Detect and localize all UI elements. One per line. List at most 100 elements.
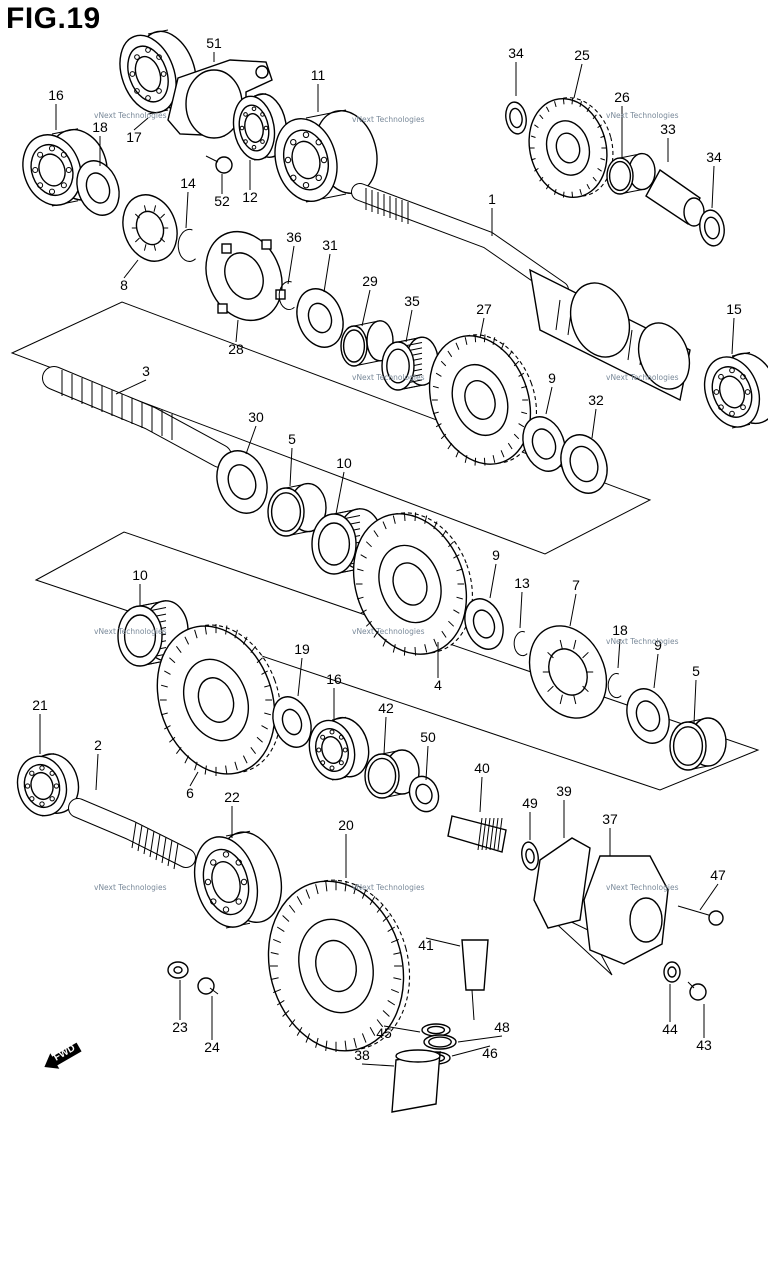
callout-43: 43 <box>696 1037 712 1053</box>
shift-fork-dog-28 <box>205 230 286 322</box>
callout-27: 27 <box>476 301 492 317</box>
leader-line-2 <box>95 753 99 791</box>
group-frame-middle <box>34 531 760 791</box>
callout-23: 23 <box>172 1019 188 1035</box>
washer-18 <box>76 160 120 216</box>
bushing-38 <box>391 1049 441 1113</box>
circlip-36 <box>278 281 295 310</box>
callout-19: 19 <box>294 641 310 657</box>
callout-36: 36 <box>286 229 302 245</box>
watermark-text: vNext Technologies <box>606 883 679 892</box>
callout-49: 49 <box>522 795 538 811</box>
callout-38: 38 <box>354 1047 370 1063</box>
gasket-39 <box>533 837 591 929</box>
countershaft-1 <box>351 183 569 299</box>
leader-line-10 <box>335 471 345 515</box>
callout-33: 33 <box>660 121 676 137</box>
callout-9: 9 <box>548 370 556 386</box>
leader-line-3 <box>115 379 147 395</box>
screw-43 <box>687 981 707 1001</box>
screw-52 <box>205 155 233 174</box>
gear-7 <box>528 625 608 719</box>
callout-40: 40 <box>474 760 490 776</box>
leader-line-27 <box>479 317 485 339</box>
callout-32: 32 <box>588 392 604 408</box>
leader-line-19 <box>297 657 303 697</box>
leader-line-9 <box>489 563 497 599</box>
callout-14: 14 <box>180 175 196 191</box>
callout-25: 25 <box>574 47 590 63</box>
driveshaft-3 <box>42 366 232 468</box>
callout-47: 47 <box>710 867 726 883</box>
bearing-16b <box>308 716 370 781</box>
driven-shaft-2 <box>68 798 196 870</box>
leader-line-14 <box>185 191 189 229</box>
bushing-26 <box>606 152 656 195</box>
callout-12: 12 <box>242 189 258 205</box>
callout-15: 15 <box>726 301 742 317</box>
bearing-22 <box>193 830 283 929</box>
callout-13: 13 <box>514 575 530 591</box>
thrust-washer-32 <box>560 434 608 494</box>
circlip-9b <box>464 598 504 650</box>
leader-line-35 <box>405 309 413 343</box>
gear-25 <box>528 97 614 198</box>
washer-34b <box>699 209 725 247</box>
gear-6 <box>156 624 282 776</box>
leader-line-32 <box>591 408 597 439</box>
needle-bearing-35 <box>381 336 439 391</box>
callout-28: 28 <box>228 341 244 357</box>
leader-line-5 <box>289 447 293 487</box>
callout-6: 6 <box>186 785 194 801</box>
leader-line-9 <box>545 386 553 415</box>
callout-26: 26 <box>614 89 630 105</box>
leader-line-29 <box>361 289 371 327</box>
bearing-15 <box>703 351 768 429</box>
callout-24: 24 <box>204 1039 220 1055</box>
countershaft-1-gears <box>529 268 691 402</box>
watermark-text: vNext Technologies <box>352 627 425 636</box>
callout-35: 35 <box>404 293 420 309</box>
leader-line-41 <box>425 937 461 947</box>
bearing-16 <box>22 128 108 207</box>
watermark-text: vNext Technologies <box>606 373 679 382</box>
callout-22: 22 <box>224 789 240 805</box>
callout-18: 18 <box>612 622 628 638</box>
callout-10: 10 <box>336 455 352 471</box>
callout-5: 5 <box>692 663 700 679</box>
figure-title: FIG.19 <box>6 2 101 35</box>
collar-42 <box>364 749 420 799</box>
circlip-13 <box>513 631 528 656</box>
oring-48 <box>423 1034 457 1050</box>
leader-line-17 <box>133 117 149 131</box>
callout-41: 41 <box>418 937 434 953</box>
leader-line-40 <box>479 776 483 813</box>
callout-10: 10 <box>132 567 148 583</box>
leader-line-42 <box>383 716 387 755</box>
washer-23 <box>167 961 189 979</box>
leader-line-45 <box>383 1025 421 1033</box>
callout-20: 20 <box>338 817 354 833</box>
leader-line-48 <box>457 1035 503 1043</box>
leader-line-31 <box>323 253 331 293</box>
screw-24 <box>197 977 219 995</box>
watermark-text: vNext Technologies <box>94 883 167 892</box>
callout-46: 46 <box>482 1045 498 1061</box>
gear-8 <box>122 194 178 262</box>
washer-45 <box>421 1023 451 1037</box>
callout-42: 42 <box>378 700 394 716</box>
washer-50 <box>408 775 440 813</box>
leader-line-8 <box>123 259 139 279</box>
callout-45: 45 <box>376 1025 392 1041</box>
callout-51: 51 <box>206 35 222 51</box>
watermark-text: vNext Technologies <box>606 111 679 120</box>
speedometer-case-37 <box>583 855 669 965</box>
circlip-30 <box>216 450 268 514</box>
callout-5: 5 <box>288 431 296 447</box>
washer-44 <box>663 961 681 983</box>
callout-11: 11 <box>311 67 326 83</box>
watermark-text: vNext Technologies <box>606 637 679 646</box>
leader-line-30 <box>245 425 257 455</box>
fwd-arrow-icon <box>44 1042 82 1069</box>
